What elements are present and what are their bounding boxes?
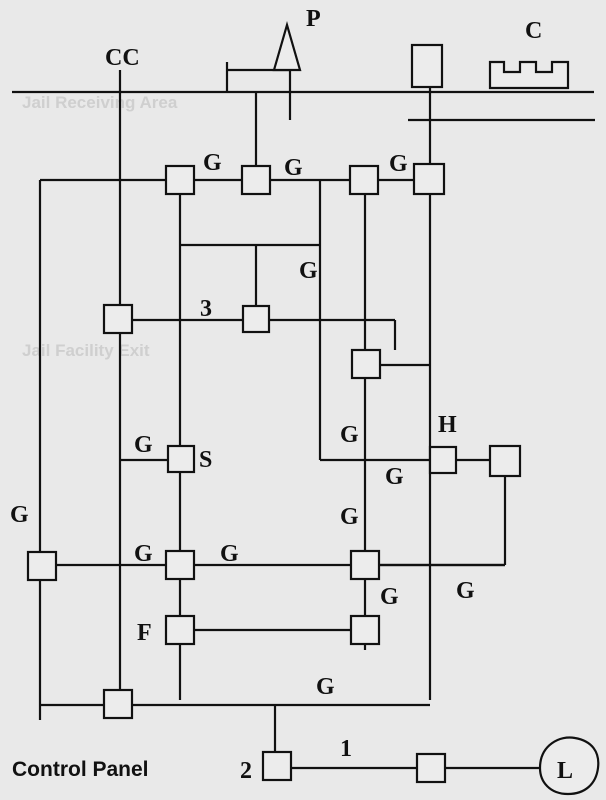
room-g-3	[348, 164, 380, 196]
label-g-13: G	[456, 578, 475, 604]
label-g-7: G	[134, 432, 153, 458]
label-g-5: G	[340, 422, 359, 448]
labels: CC P C G G G G 3 G H G G S G G G G G G F…	[10, 6, 573, 784]
room-1	[415, 752, 447, 784]
label-g-9: G	[10, 502, 29, 528]
label-g-10: G	[134, 541, 153, 567]
label-g-1: G	[203, 150, 222, 176]
room-lower-g	[164, 549, 196, 581]
room-g-1	[164, 164, 196, 196]
room-tall	[410, 43, 444, 89]
label-2: 2	[240, 758, 252, 784]
room-mid	[350, 348, 382, 380]
label-c: C	[525, 18, 542, 44]
label-g-2: G	[284, 155, 303, 181]
label-g-8: G	[340, 504, 359, 530]
rooms	[26, 21, 600, 796]
label-cc: CC	[105, 45, 140, 71]
label-h: H	[438, 412, 457, 438]
room-left-3	[102, 303, 134, 335]
room-f	[164, 614, 196, 646]
label-g-12: G	[380, 584, 399, 610]
label-g-3: G	[389, 151, 408, 177]
background-heading-2: Jail Facility Exit	[22, 341, 150, 360]
room-h-right	[488, 444, 522, 478]
label-p: P	[306, 6, 321, 32]
room-g-2	[240, 164, 272, 196]
castle-icon	[488, 60, 570, 90]
room-2	[261, 750, 293, 782]
label-g-11: G	[220, 541, 239, 567]
room-lower-right	[349, 549, 381, 581]
room-3	[241, 304, 271, 334]
corridors	[12, 62, 595, 770]
label-g-4: G	[299, 258, 318, 284]
room-g-4	[412, 162, 446, 196]
tower-icon	[272, 21, 302, 72]
room-s	[166, 444, 196, 474]
label-l: L	[557, 758, 573, 784]
label-control-panel: Control Panel	[12, 758, 149, 781]
background-heading-1: Jail Receiving Area	[22, 93, 178, 112]
label-f: F	[137, 620, 152, 646]
room-h	[428, 445, 458, 475]
label-s: S	[199, 447, 212, 473]
exit-l-icon	[538, 736, 600, 796]
label-1: 1	[340, 736, 352, 762]
label-g-6: G	[385, 464, 404, 490]
label-3: 3	[200, 296, 212, 322]
room-bottom-left	[102, 688, 134, 720]
label-g-14: G	[316, 674, 335, 700]
room-f-right	[349, 614, 381, 646]
room-left-g	[26, 550, 58, 582]
